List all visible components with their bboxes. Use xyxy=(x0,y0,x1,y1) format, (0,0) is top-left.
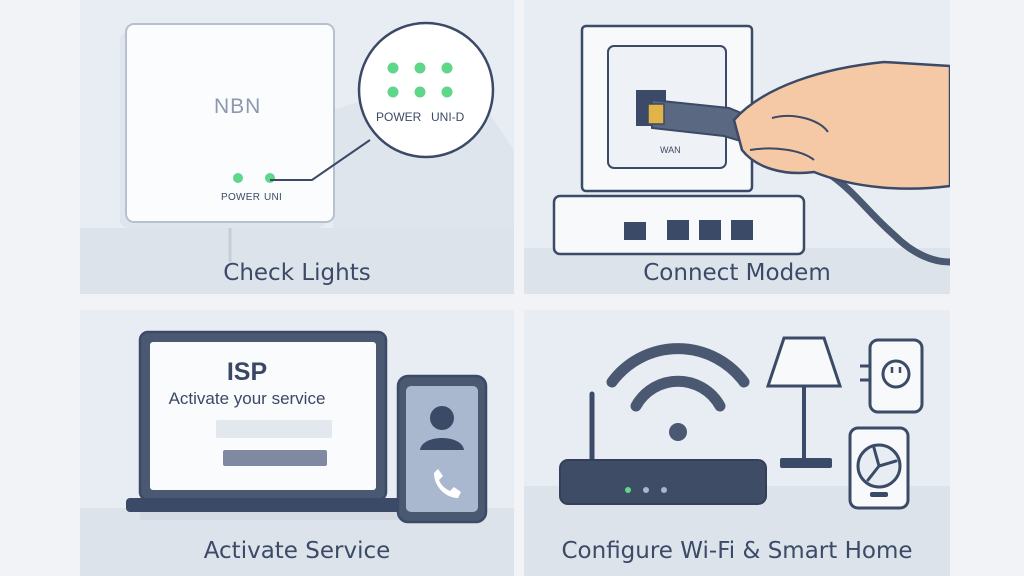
uni-led-label: UNI xyxy=(264,192,283,203)
screen-action-bar xyxy=(223,450,327,466)
led-zoom-callout xyxy=(357,21,495,159)
configure-wifi-illustration xyxy=(524,336,950,576)
activate-service-illustration xyxy=(80,330,514,576)
zoom-uni-d-label: UNI-D xyxy=(431,110,465,124)
wan-port-label: WAN xyxy=(660,145,681,155)
power-led xyxy=(233,173,243,183)
user-icon xyxy=(420,406,464,450)
check-lights-caption: Check Lights xyxy=(223,260,371,286)
wifi-icon xyxy=(606,343,750,412)
connect-modem-illustration xyxy=(524,24,950,294)
panel-activate-service: ISP Activate your service Activate Servi… xyxy=(80,310,514,576)
panel-configure-wifi: Configure Wi-Fi & Smart Home xyxy=(524,310,950,576)
router xyxy=(559,459,767,505)
uni-led xyxy=(265,173,275,183)
connect-modem-caption: Connect Modem xyxy=(643,260,831,286)
fan-icon xyxy=(848,426,910,510)
lamp-icon xyxy=(765,336,843,468)
power-outlet-icon xyxy=(860,338,924,414)
phone-call-icon xyxy=(434,469,461,498)
activate-service-screen-text: Activate your service xyxy=(168,389,326,408)
panel-check-lights: NBN POWER UNI POWER UNI-D Check Lights xyxy=(80,0,514,294)
nbn-device-label: NBN xyxy=(214,95,262,118)
zoom-power-label: POWER xyxy=(376,110,422,124)
hand xyxy=(732,60,950,190)
screen-input-field xyxy=(216,420,332,438)
check-lights-illustration xyxy=(80,21,514,294)
activate-service-caption: Activate Service xyxy=(203,538,391,564)
nbn-box xyxy=(125,23,335,223)
isp-title: ISP xyxy=(226,358,268,386)
power-led-label: POWER xyxy=(221,192,261,203)
configure-wifi-caption: Configure Wi-Fi & Smart Home xyxy=(561,538,913,564)
panel-connect-modem: WAN Connect Modem xyxy=(524,0,950,294)
